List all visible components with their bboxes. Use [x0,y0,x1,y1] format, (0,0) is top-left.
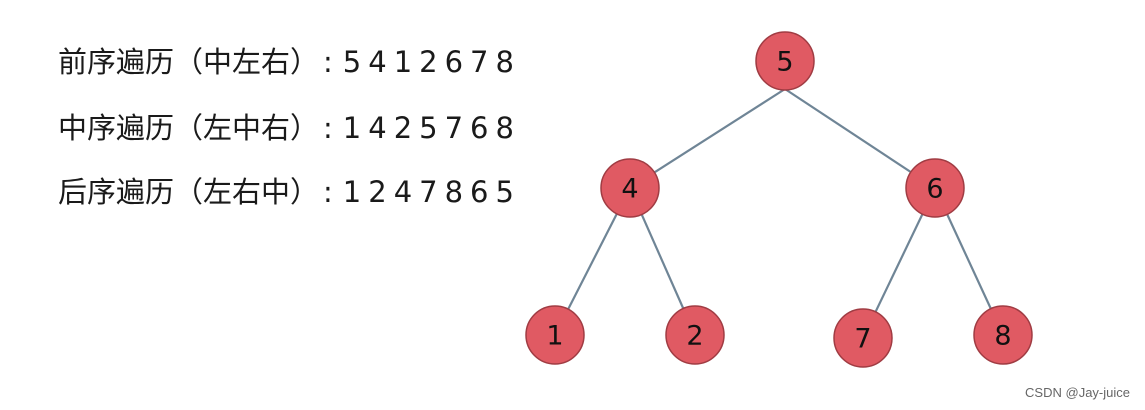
edge-5-6 [784,88,936,189]
postorder-traversal-line: 后序遍历（左右中）:1247865 [58,170,521,214]
tree-node-7: 7 [833,308,893,368]
preorder-traversal-line: 前序遍历（中左右）:5412678 [58,40,521,84]
node-4-circle [600,158,660,218]
node-4-label: 4 [621,174,638,205]
tree-node-2: 2 [665,305,725,365]
preorder-sequence: 5412678 [342,45,521,79]
node-7-circle [833,308,893,368]
tree-node-8: 8 [973,305,1033,365]
node-5-circle [755,31,815,91]
node-7-label: 7 [854,324,871,355]
inorder-sequence: 1425768 [342,111,521,145]
inorder-colon: : [323,111,333,145]
postorder-colon: : [323,175,333,209]
inorder-label: 中序遍历（左中右） [58,111,320,145]
node-8-label: 8 [994,321,1011,352]
preorder-label: 前序遍历（中左右） [58,45,320,79]
watermark: CSDN @Jay-juice [1025,385,1130,400]
node-6-label: 6 [926,174,943,205]
node-5-label: 5 [776,47,793,78]
node-8-circle [973,305,1033,365]
tree-node-4: 4 [600,158,660,218]
tree-node-5: 5 [755,31,815,91]
postorder-sequence: 1247865 [342,175,521,209]
tree-node-1: 1 [525,305,585,365]
inorder-traversal-line: 中序遍历（左中右）:1425768 [58,106,521,150]
edge-5-4 [629,88,786,189]
tree-nodes: 5 4 6 1 2 7 8 [525,31,1033,368]
node-1-label: 1 [546,321,563,352]
node-2-label: 2 [686,321,703,352]
node-2-circle [665,305,725,365]
tree-node-6: 6 [905,158,965,218]
node-6-circle [905,158,965,218]
node-1-circle [525,305,585,365]
postorder-label: 后序遍历（左右中） [58,175,320,209]
preorder-colon: : [323,45,333,79]
